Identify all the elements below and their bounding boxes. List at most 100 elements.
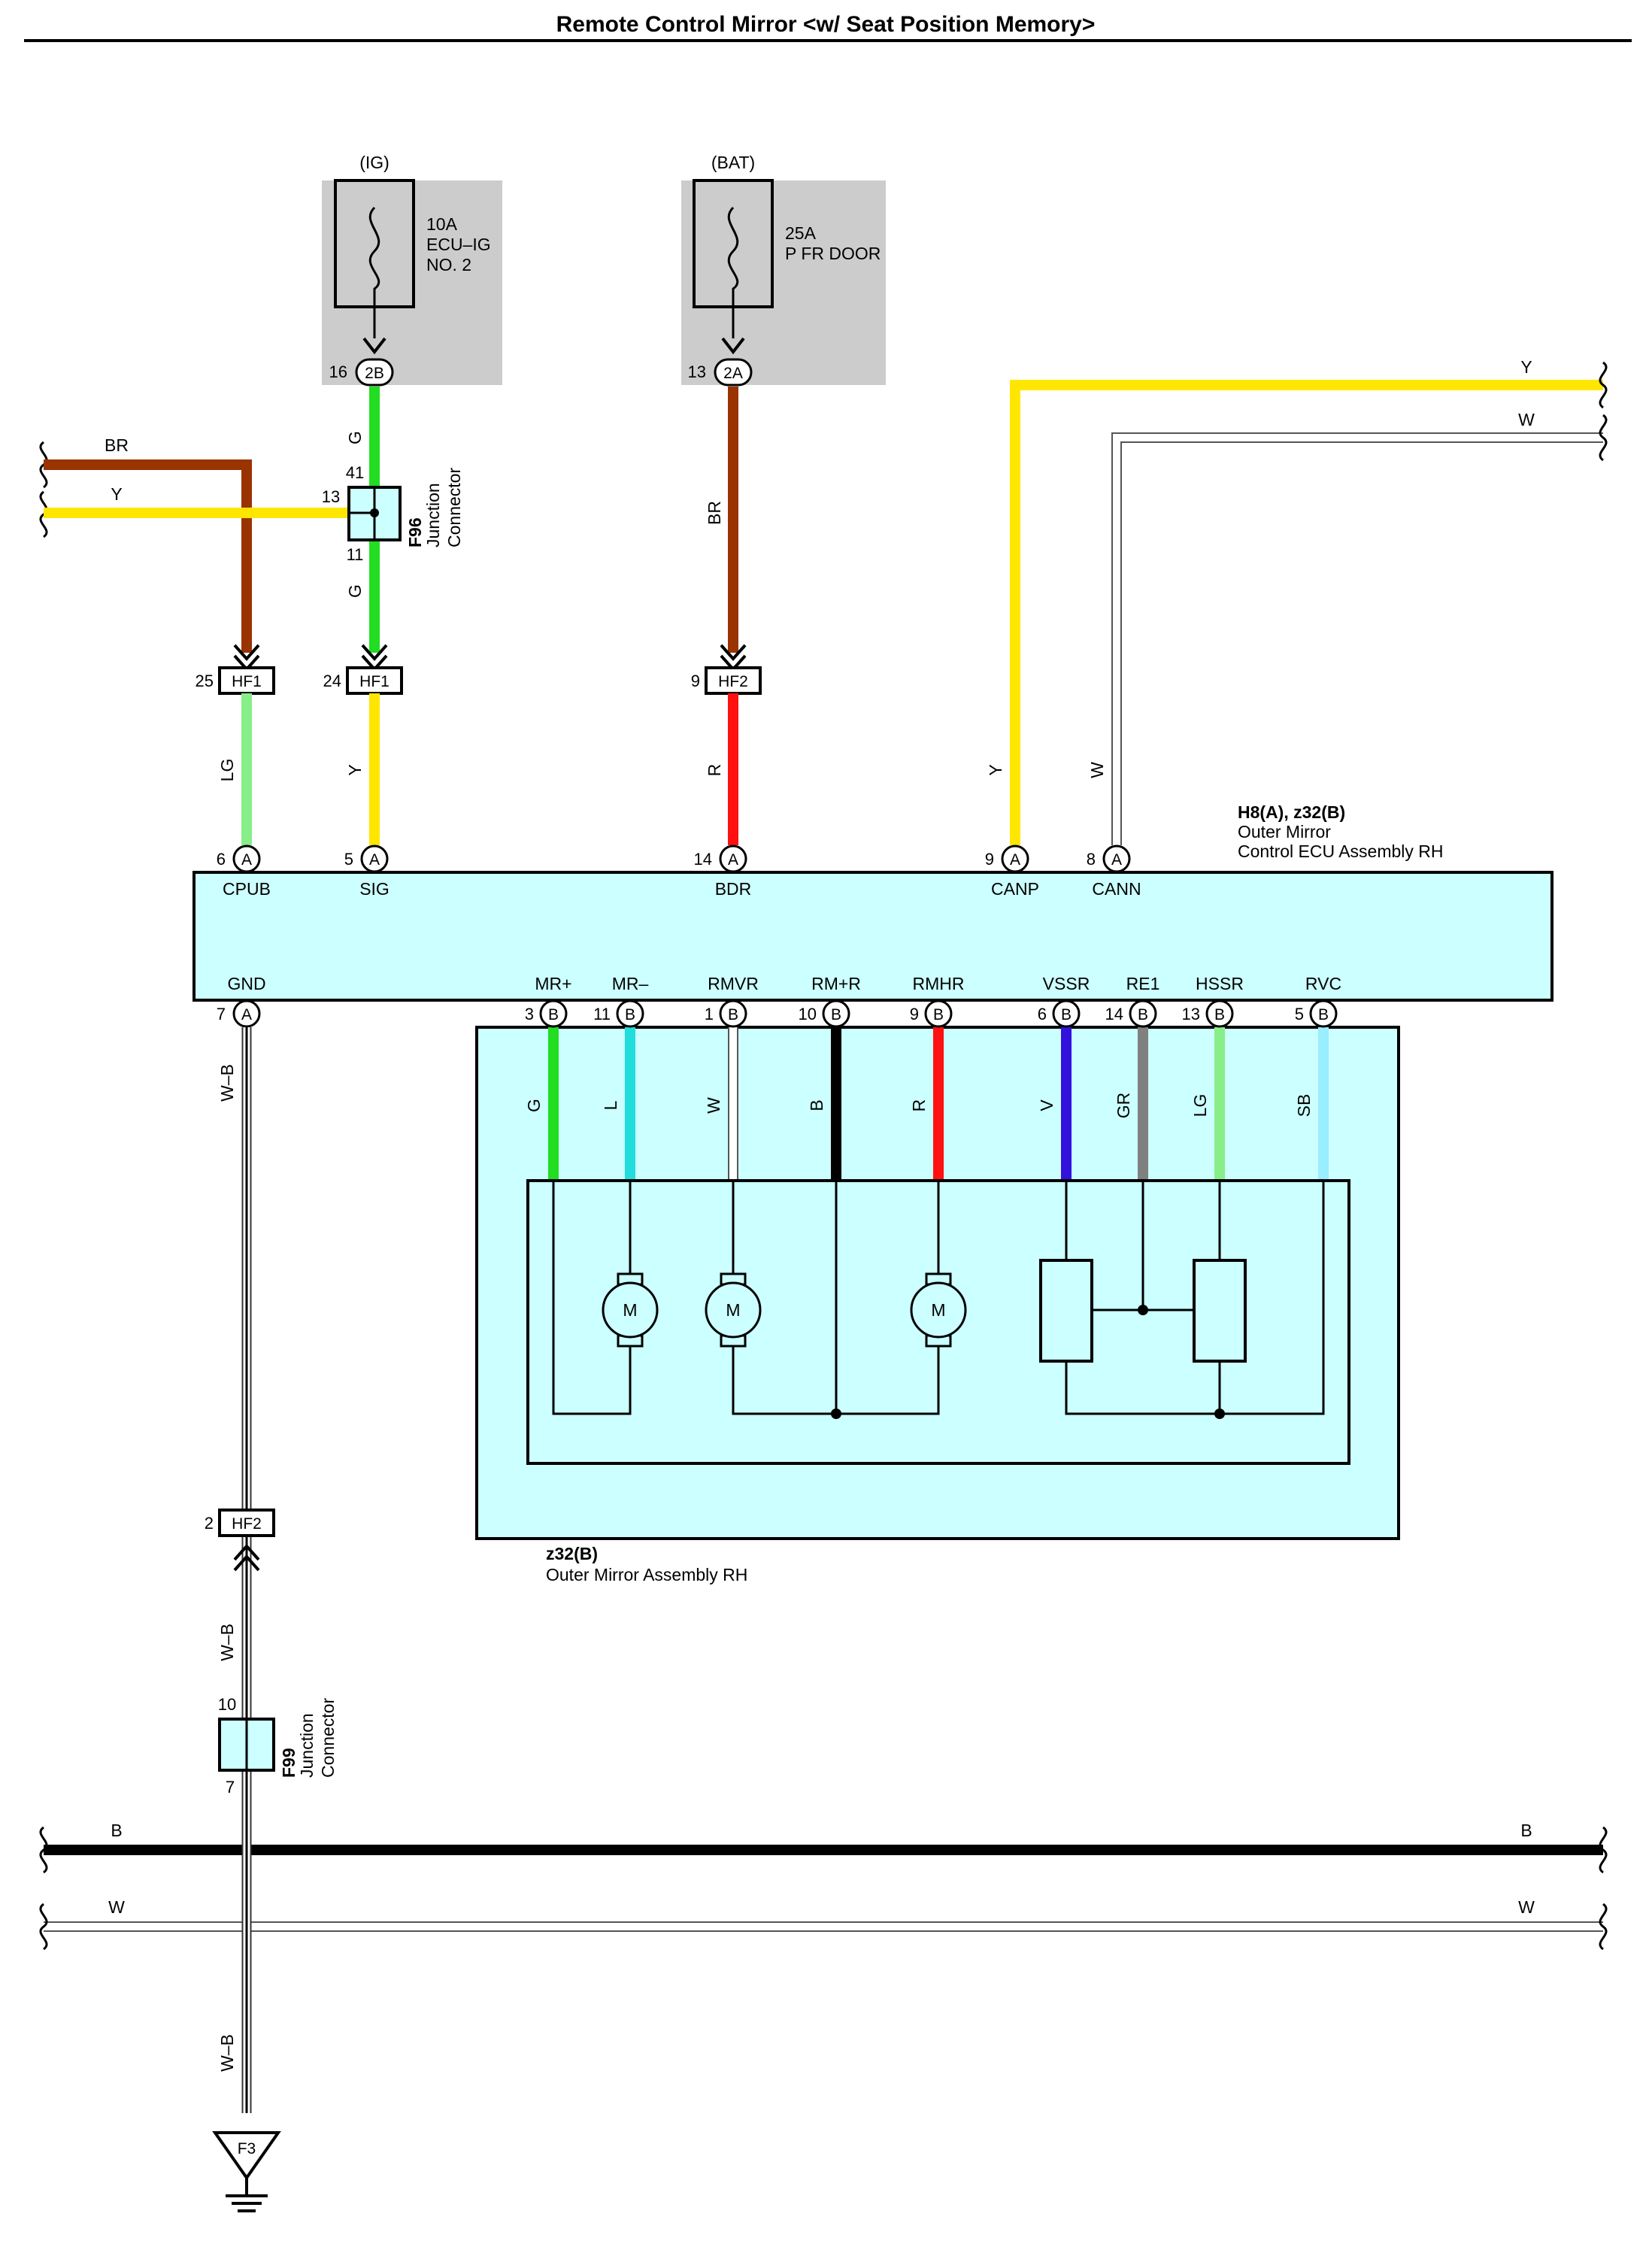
ecu-terminal-rvc-conn-label: B bbox=[1318, 1006, 1329, 1023]
bus-label-b-right: B bbox=[1520, 1821, 1532, 1840]
fuse-ig-pin: 16 bbox=[329, 362, 347, 381]
ecu-terminal-mr-: GMR+B3 bbox=[524, 974, 572, 1182]
bus-label-w-right: W bbox=[1518, 1897, 1535, 1917]
ecu-terminal-rmhr-conn bbox=[924, 999, 953, 1028]
bus-label-w-left: W bbox=[108, 1897, 125, 1917]
wire-label-w-right: W bbox=[1518, 410, 1535, 429]
connector-hf2-b-label: HF2 bbox=[232, 1515, 262, 1533]
ecu-name-1: Outer Mirror bbox=[1238, 822, 1331, 841]
ecu-terminal-re1-conn bbox=[1129, 999, 1157, 1028]
hf2-b-arrow-icon bbox=[233, 1543, 260, 1572]
ecu-terminal-rm-r-pin: 10 bbox=[799, 1005, 817, 1023]
mirror-inner-frame bbox=[526, 1179, 1350, 1465]
mirror-code: z32(B) bbox=[546, 1544, 598, 1563]
sensor-vertical-position bbox=[1039, 1259, 1093, 1363]
ecu-terminal-canp: A 9 CANP bbox=[985, 844, 1039, 899]
wire-w-cann-outline bbox=[1111, 432, 1603, 845]
wire-label-rmvr: W bbox=[704, 1097, 723, 1114]
mirror-name: Outer Mirror Assembly RH bbox=[546, 1565, 747, 1584]
ecu-terminal-mr--name: MR– bbox=[612, 974, 649, 993]
fuse-bat-source: (BAT) bbox=[711, 153, 755, 172]
wire-y-canp bbox=[1010, 380, 1603, 845]
circuit-node-re1 bbox=[1138, 1305, 1148, 1315]
ecu-terminal-vssr-pin: 6 bbox=[1038, 1005, 1047, 1023]
motor-label: M bbox=[623, 1300, 637, 1320]
wire-label-y-hf1: Y bbox=[345, 764, 365, 775]
ecu-terminal-gnd-pin: 7 bbox=[217, 1005, 226, 1023]
wire-label-mr-: G bbox=[524, 1099, 544, 1112]
ecu-terminal-mr--conn bbox=[616, 999, 644, 1028]
wire-label-g-top: G bbox=[345, 431, 365, 444]
ecu-terminal-rm-r-conn bbox=[822, 999, 850, 1028]
ecu-name-2: Control ECU Assembly RH bbox=[1238, 841, 1444, 861]
motor-label: M bbox=[931, 1300, 945, 1320]
ecu-terminal-canp-conn-label: A bbox=[1010, 851, 1020, 869]
ecu-terminal-rmvr-name: RMVR bbox=[708, 974, 759, 993]
ecu-terminal-re1-pin: 14 bbox=[1105, 1005, 1123, 1023]
junction-f99-line2: Connector bbox=[318, 1698, 338, 1778]
bus-b-break-right bbox=[1599, 1826, 1608, 1874]
ecu-terminal-hssr-pin: 13 bbox=[1182, 1005, 1200, 1023]
fuse-bat-arrow-icon bbox=[721, 337, 745, 355]
motor-icon bbox=[705, 1281, 762, 1339]
junction-f96-line1: Junction bbox=[423, 483, 443, 547]
motor-icon bbox=[602, 1281, 659, 1339]
ecu-terminal-bdr-conn bbox=[719, 844, 747, 873]
ecu-terminal-sig-name: SIG bbox=[359, 879, 390, 899]
wire-br-left bbox=[44, 459, 252, 653]
fuse-bat-connector-label: 2A bbox=[723, 365, 743, 382]
ecu-terminal-hssr-name: HSSR bbox=[1196, 974, 1244, 993]
ecu-terminal-cpub-conn-label: A bbox=[241, 851, 252, 869]
wire-label-lg-hf1: LG bbox=[217, 759, 237, 782]
fuse-bat-element-icon bbox=[727, 206, 739, 308]
ecu-terminal-bdr-pin: 14 bbox=[694, 850, 712, 869]
connector-hf1-b-pin: 24 bbox=[323, 672, 341, 690]
bus-w-break-left bbox=[39, 1903, 48, 1951]
ecu-terminal-vssr-conn-label: B bbox=[1061, 1006, 1072, 1023]
wire-label-y-canp: Y bbox=[986, 764, 1005, 775]
ecu-code: H8(A), z32(B) bbox=[1238, 802, 1345, 822]
ecu-terminal-cann-conn bbox=[1102, 844, 1131, 873]
ecu-terminal-vssr-name: VSSR bbox=[1043, 974, 1090, 993]
ecu-terminal-mr--pin: 3 bbox=[525, 1005, 534, 1023]
ecu-terminal-rmvr-conn-label: B bbox=[728, 1006, 738, 1023]
ecu-terminal-cpub: A 6 CPUB bbox=[217, 844, 271, 899]
junction-f99-line1: Junction bbox=[297, 1713, 317, 1778]
ecu-terminal-sig-conn bbox=[360, 844, 389, 873]
junction-f96-pin-bottom: 11 bbox=[347, 545, 364, 564]
wire-w-cann bbox=[1113, 434, 1603, 845]
ecu-terminal-rmhr-pin: 9 bbox=[910, 1005, 919, 1023]
ecu-terminal-rmvr-conn bbox=[719, 999, 747, 1028]
ecu-terminal-bdr: A 14 BDR bbox=[694, 844, 752, 899]
wire-label-rmhr: R bbox=[909, 1099, 929, 1112]
ecu-terminal-cpub-conn bbox=[232, 844, 261, 873]
ecu-terminal-mr--conn-label: B bbox=[625, 1006, 635, 1023]
connector-hf1-a-label: HF1 bbox=[232, 673, 262, 690]
motor-mirror-vertical-right: M bbox=[705, 1272, 762, 1348]
wire-label-wb-f99: W–B bbox=[217, 1624, 237, 1661]
circuit-node-sensor-gnd bbox=[1214, 1408, 1225, 1419]
ecu-terminal-bdr-name: BDR bbox=[715, 879, 752, 899]
ecu-terminal-re1-conn-label: B bbox=[1138, 1006, 1148, 1023]
connector-hf2-b bbox=[218, 1509, 275, 1537]
junction-f96-node bbox=[370, 508, 379, 517]
fuse-ig-connector-label: 2B bbox=[365, 365, 384, 382]
ecu-terminal-cpub-pin: 6 bbox=[217, 850, 226, 869]
wire-label-r-hf2: R bbox=[705, 764, 724, 777]
connector-hf2-b-pin: 2 bbox=[205, 1514, 214, 1533]
junction-f99-pin-top: 10 bbox=[218, 1695, 236, 1714]
ecu-terminal-rm-r-name: RM+R bbox=[811, 974, 861, 993]
fuse-ig-element-icon bbox=[368, 206, 380, 308]
ecu-terminal-canp-name: CANP bbox=[991, 879, 1039, 899]
wire-label-y-right: Y bbox=[1520, 357, 1532, 377]
ecu-terminal-rm-r-conn-label: B bbox=[831, 1006, 841, 1023]
ground-label: F3 bbox=[238, 2140, 256, 2157]
sensor-horizontal-position bbox=[1193, 1259, 1247, 1363]
wire-break-right-y bbox=[1599, 361, 1608, 409]
wire-break-right-w bbox=[1599, 414, 1608, 462]
